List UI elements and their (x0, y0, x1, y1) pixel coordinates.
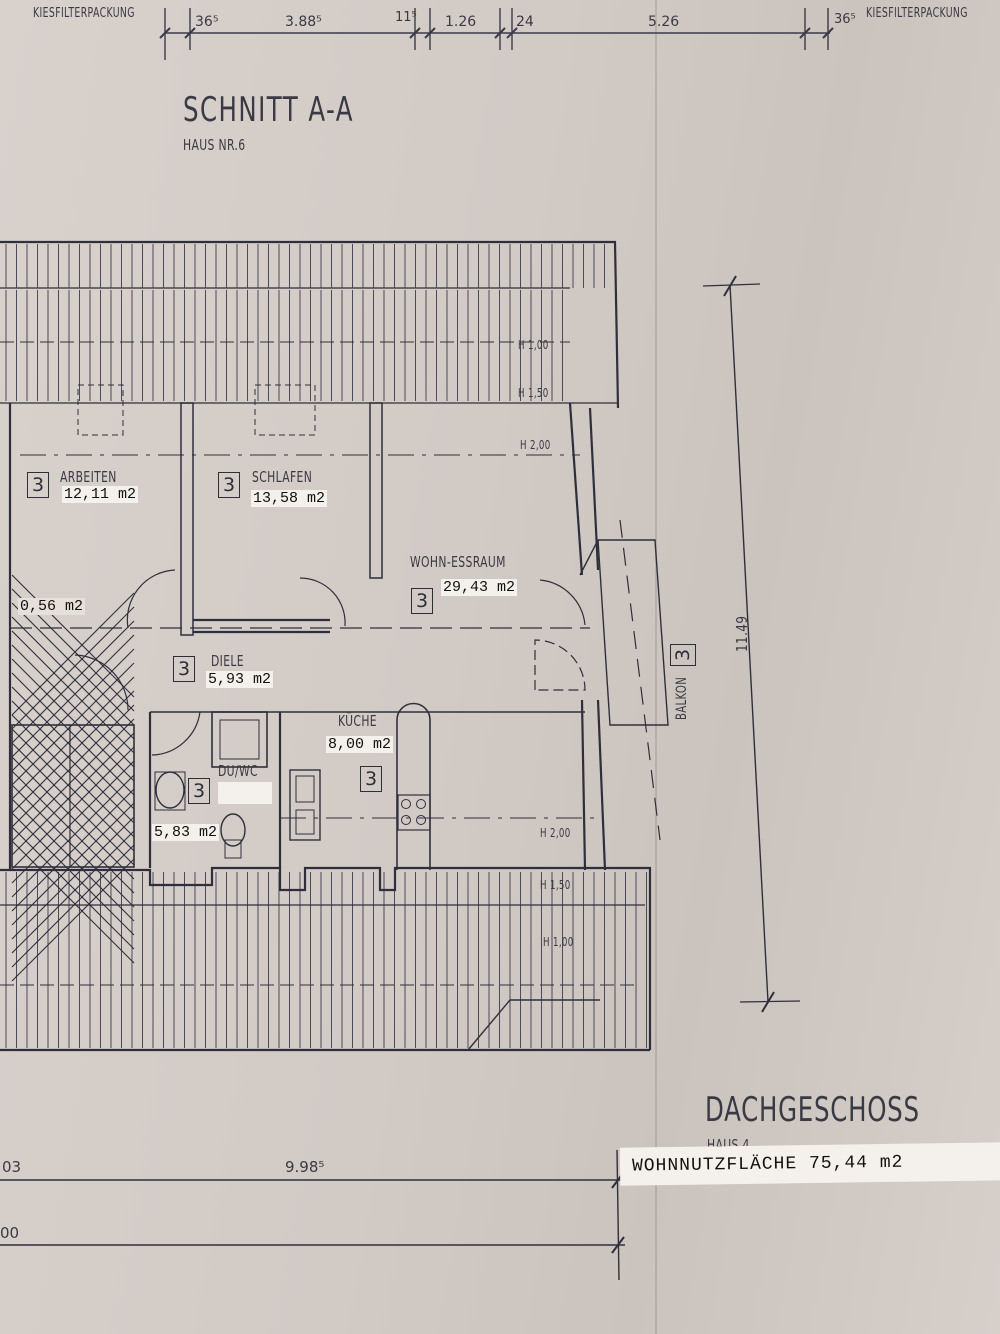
height-label: H 2,00 (540, 826, 571, 840)
room-wohn-tag: 3 (411, 588, 433, 614)
top-dimension: 5.26 (648, 14, 680, 30)
section-subtitle: HAUS NR.6 (183, 136, 246, 154)
height-label: H 1,00 (518, 338, 549, 352)
room-schlafen-name: SCHLAFEN (252, 468, 313, 486)
room-duwc-name: DU/WC (218, 762, 258, 780)
note-kiesfilter-right: KIESFILTERPACKUNG (866, 6, 968, 21)
room-wohn-area: 29,43 m2 (441, 579, 518, 596)
room-duwc-tag: 3 (188, 778, 210, 804)
room-diele-area: 5,93 m2 (206, 671, 274, 688)
room-kueche-name: KÜCHE (338, 712, 377, 730)
top-dimension: 1.26 (445, 14, 477, 30)
height-label: H 1,50 (540, 878, 571, 892)
room-diele-tag: 3 (173, 656, 195, 682)
bottom-dimension-mid: 9.98⁵ (285, 1158, 325, 1176)
room-wohn-name: WOHN-ESSRAUM (410, 553, 506, 571)
living-area-total: WOHNNUTZFLÄCHE 75,44 m2 (619, 1142, 1000, 1186)
height-label: H 1,00 (543, 935, 574, 949)
room-duwc-area: 5,83 m2 (152, 824, 220, 841)
room-kueche-area: 8,00 m2 (326, 736, 394, 753)
height-label: H 1,50 (518, 386, 549, 400)
bottom-dimension-left: 03 (2, 1158, 22, 1176)
top-dimension: 36⁵ (195, 14, 219, 30)
balkon-name: BALKON (674, 676, 690, 720)
room-storage-area: 0,56 m2 (18, 598, 86, 615)
room-arbeiten-tag: 3 (27, 472, 49, 498)
side-dimension: 11.49 (733, 615, 751, 652)
room-arbeiten-area: 12,11 m2 (62, 486, 139, 503)
height-label: H 2,00 (520, 438, 551, 452)
note-kiesfilter-left: KIESFILTERPACKUNG (33, 6, 135, 21)
top-dimension: 11⁵ (395, 10, 417, 25)
top-dimension: 24 (516, 14, 534, 30)
paper-fold (655, 0, 657, 1334)
balkon-tag: 3 (670, 644, 696, 666)
room-schlafen-tag: 3 (218, 472, 240, 498)
blank-label-tape (218, 782, 272, 804)
floor-title: DACHGESCHOSS (705, 1090, 920, 1130)
top-dimension: 36⁵ (834, 12, 856, 27)
room-schlafen-area: 13,58 m2 (251, 490, 328, 507)
bottom-dimension-lower: 00 (0, 1224, 20, 1242)
room-diele-name: DIELE (211, 652, 244, 670)
section-title: SCHNITT A-A (183, 90, 354, 130)
room-kueche-tag: 3 (360, 766, 382, 792)
room-arbeiten-name: ARBEITEN (60, 468, 117, 486)
top-dimension: 3.88⁵ (285, 14, 322, 30)
